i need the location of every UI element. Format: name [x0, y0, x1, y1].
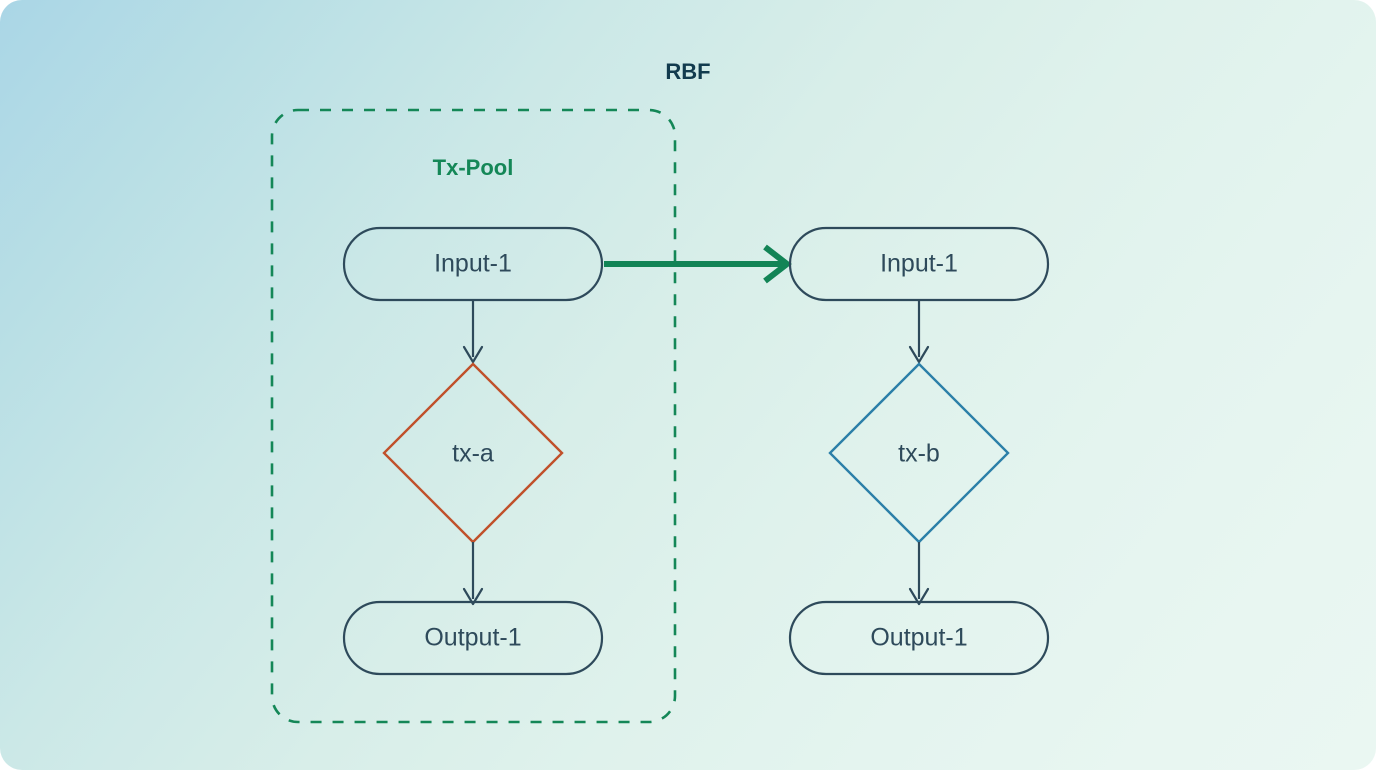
- edge-tx-b-to-output-right-arrowhead: [908, 587, 930, 606]
- edge-input-left-to-input-right: [604, 244, 792, 284]
- node-output-right-label: Output-1: [870, 624, 967, 652]
- node-input-right[interactable]: Input-1: [788, 226, 1050, 302]
- edge-tx-a-to-output-left: [462, 542, 484, 606]
- node-output-right[interactable]: Output-1: [788, 600, 1050, 676]
- tx-pool-group-border: [270, 108, 677, 724]
- edge-input-right-to-tx-b: [908, 300, 930, 364]
- edge-input-left-to-input-right-arrowhead: [763, 244, 792, 284]
- node-tx-a[interactable]: tx-a: [382, 362, 564, 544]
- edge-tx-b-to-output-right: [908, 542, 930, 606]
- node-input-left-label: Input-1: [434, 250, 512, 278]
- node-output-left-label: Output-1: [424, 624, 521, 652]
- edge-input-right-to-tx-b-arrowhead: [908, 345, 930, 364]
- edge-input-left-to-tx-a-arrowhead: [462, 345, 484, 364]
- node-output-left-shape: [342, 600, 604, 676]
- node-output-left[interactable]: Output-1: [342, 600, 604, 676]
- tx-pool-group-label: Tx-Pool: [433, 155, 514, 180]
- diagram-title: RBF: [665, 59, 710, 84]
- edge-input-left-to-tx-a: [462, 300, 484, 364]
- node-input-right-label: Input-1: [880, 250, 958, 278]
- node-input-left[interactable]: Input-1: [342, 226, 604, 302]
- node-tx-a-label: tx-a: [452, 440, 494, 468]
- node-output-right-shape: [788, 600, 1050, 676]
- node-tx-b[interactable]: tx-b: [828, 362, 1010, 544]
- node-tx-b-label: tx-b: [898, 440, 940, 468]
- edge-tx-a-to-output-left-arrowhead: [462, 587, 484, 606]
